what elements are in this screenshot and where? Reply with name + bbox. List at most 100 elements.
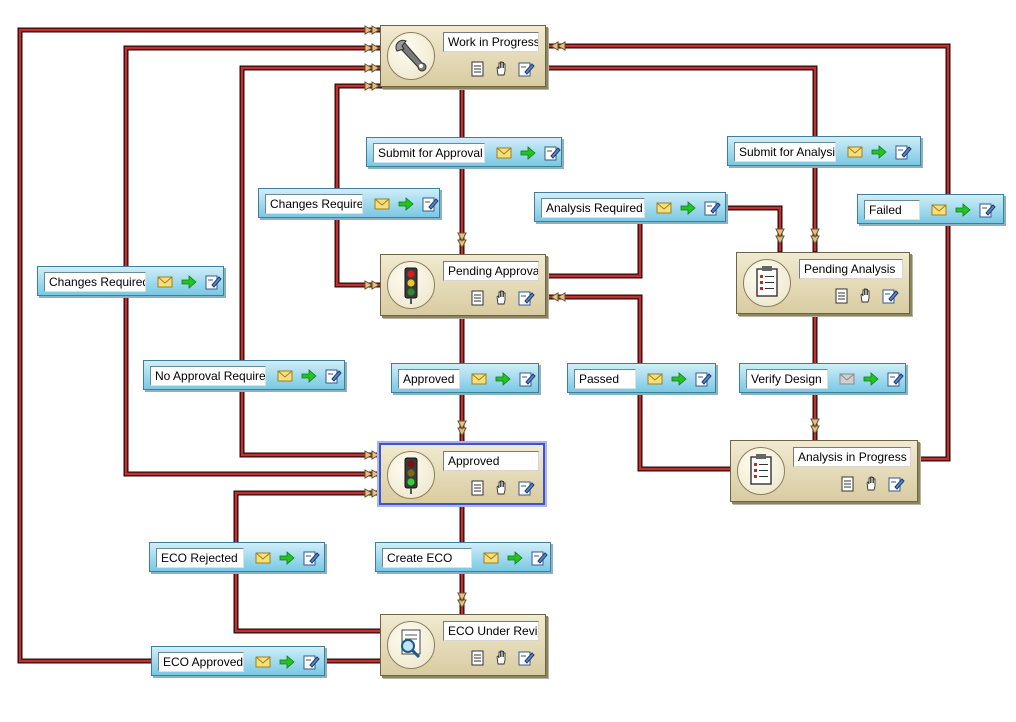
edit-properties-icon[interactable] [517, 479, 535, 497]
envelope-icon[interactable] [846, 143, 864, 161]
connector-line [123, 45, 383, 477]
envelope-icon[interactable] [254, 653, 272, 671]
transition-submit-for-approval[interactable]: Submit for Approval [366, 137, 562, 167]
edit-properties-icon[interactable] [517, 289, 535, 307]
state-label: Analysis in Progress [793, 447, 911, 467]
transition-label: Submit for Analysis [734, 142, 836, 162]
state-approved[interactable]: Approved [379, 443, 545, 505]
envelope-icon[interactable] [646, 370, 664, 388]
transition-passed[interactable]: Passed [567, 363, 716, 393]
transition-label: Approved [398, 369, 460, 389]
envelope-icon[interactable] [470, 370, 488, 388]
state-pending-analysis[interactable]: Pending Analysis [736, 252, 910, 314]
green-arrow-icon[interactable] [670, 370, 688, 388]
edit-properties-icon[interactable] [703, 199, 721, 217]
state-work-in-progress[interactable]: Work in Progress [380, 25, 546, 87]
edit-properties-icon[interactable] [518, 370, 536, 388]
hand-icon[interactable] [863, 475, 881, 493]
document-icon[interactable] [833, 287, 851, 305]
transition-label: No Approval Required [150, 366, 266, 386]
envelope-icon[interactable] [482, 549, 500, 567]
state-label: Work in Progress [443, 32, 539, 52]
transition-create-eco[interactable]: Create ECO [375, 542, 551, 572]
transition-failed[interactable]: Failed [857, 194, 1004, 224]
state-analysis-in-progress[interactable]: Analysis in Progress [730, 440, 918, 502]
state-pending-approval[interactable]: Pending Approval [380, 254, 546, 316]
transition-changes-required-outer[interactable]: Changes Required [37, 266, 224, 296]
clipboard-checklist-icon [737, 447, 785, 495]
transition-no-approval-required[interactable]: No Approval Required [143, 360, 345, 390]
state-eco-under-review[interactable]: ECO Under Review [380, 614, 546, 676]
hand-icon[interactable] [493, 60, 511, 78]
edit-properties-icon[interactable] [517, 649, 535, 667]
edit-properties-icon[interactable] [694, 370, 712, 388]
edit-properties-icon[interactable] [887, 475, 905, 493]
envelope-icon[interactable] [254, 549, 272, 567]
arrowhead [364, 25, 380, 35]
transition-verify-design[interactable]: Verify Design [739, 363, 906, 393]
transition-label: Failed [864, 200, 920, 220]
arrowhead [364, 81, 380, 91]
arrowhead [364, 488, 380, 498]
transition-analysis-required[interactable]: Analysis Required [534, 192, 726, 222]
document-icon[interactable] [469, 479, 487, 497]
transition-label: Verify Design [746, 369, 828, 389]
green-arrow-icon[interactable] [870, 143, 888, 161]
green-arrow-icon[interactable] [862, 370, 880, 388]
green-arrow-icon[interactable] [954, 201, 972, 219]
document-icon[interactable] [839, 475, 857, 493]
document-icon[interactable] [469, 649, 487, 667]
transition-eco-rejected[interactable]: ECO Rejected [149, 542, 325, 572]
hand-icon[interactable] [857, 287, 875, 305]
edit-properties-icon[interactable] [894, 143, 912, 161]
edit-properties-icon[interactable] [530, 549, 548, 567]
connector-line [723, 205, 783, 253]
green-arrow-icon[interactable] [494, 370, 512, 388]
connector-line-fill [546, 44, 950, 461]
arrowhead [364, 280, 380, 290]
document-icon[interactable] [469, 289, 487, 307]
green-arrow-icon[interactable] [506, 549, 524, 567]
connector-line-fill [724, 206, 782, 252]
edit-properties-icon[interactable] [978, 201, 996, 219]
state-label: Approved [443, 451, 539, 471]
connector-line [334, 83, 383, 288]
transition-changes-required-inner[interactable]: Changes Required [258, 188, 440, 218]
green-arrow-icon[interactable] [278, 549, 296, 567]
green-arrow-icon[interactable] [180, 273, 198, 291]
connector-line [239, 65, 383, 458]
green-arrow-icon[interactable] [300, 367, 318, 385]
hand-icon[interactable] [493, 289, 511, 307]
envelope-icon[interactable] [156, 273, 174, 291]
transition-approved[interactable]: Approved [391, 363, 539, 393]
traffic-light-red-icon [387, 261, 435, 309]
edit-properties-icon[interactable] [421, 195, 439, 213]
envelope-icon[interactable] [276, 367, 294, 385]
hand-icon[interactable] [493, 479, 511, 497]
green-arrow-icon[interactable] [397, 195, 415, 213]
edit-properties-icon[interactable] [302, 549, 320, 567]
arrowhead [550, 41, 566, 51]
edit-properties-icon[interactable] [204, 273, 222, 291]
edit-properties-icon[interactable] [302, 653, 320, 671]
edit-properties-icon[interactable] [886, 370, 904, 388]
edit-properties-icon[interactable] [517, 60, 535, 78]
arrowhead [364, 43, 380, 53]
envelope-icon[interactable] [373, 195, 391, 213]
envelope-icon[interactable] [495, 144, 513, 162]
green-arrow-icon[interactable] [519, 144, 537, 162]
green-arrow-icon[interactable] [278, 653, 296, 671]
hand-icon[interactable] [493, 649, 511, 667]
envelope-icon[interactable] [838, 370, 856, 388]
edit-properties-icon[interactable] [324, 367, 342, 385]
envelope-icon[interactable] [930, 201, 948, 219]
edit-properties-icon[interactable] [543, 144, 561, 162]
transition-submit-for-analysis[interactable]: Submit for Analysis [727, 136, 921, 166]
edit-properties-icon[interactable] [881, 287, 899, 305]
envelope-icon[interactable] [655, 199, 673, 217]
document-icon[interactable] [469, 60, 487, 78]
transition-eco-approved[interactable]: ECO Approved [151, 646, 325, 676]
green-arrow-icon[interactable] [679, 199, 697, 217]
arrowhead [364, 450, 380, 460]
arrowhead [810, 418, 820, 435]
